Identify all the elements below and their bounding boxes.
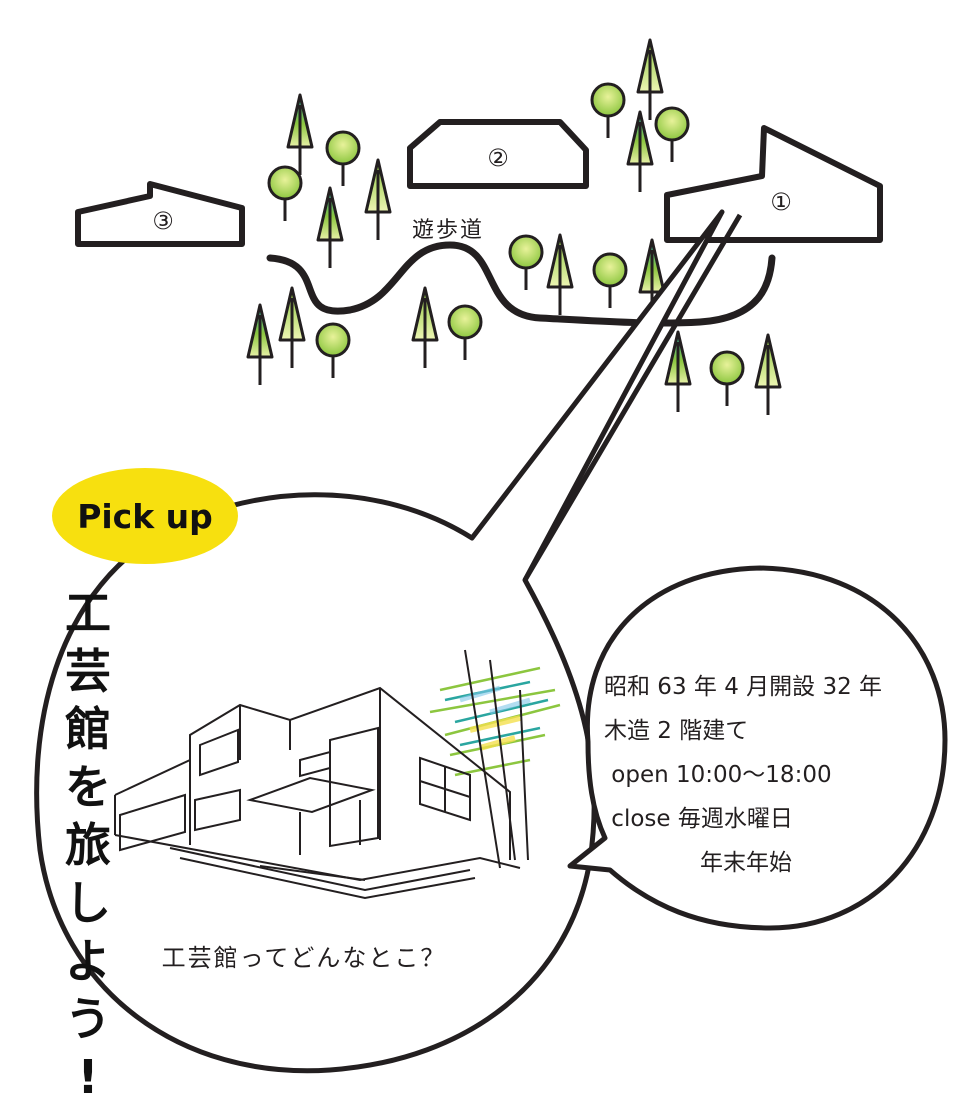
round-tree: [709, 350, 745, 406]
craft-museum-sketch: [114, 649, 561, 900]
info-line-4: close 毎週水曜日: [604, 806, 793, 832]
building-3[interactable]: ③: [75, 181, 245, 247]
pine-tree: [754, 333, 782, 415]
pine-tree: [664, 330, 692, 412]
info-line-2: 木造 2 階建て: [604, 718, 748, 744]
info-line-1: 昭和 63 年 4 月開設 32 年: [604, 674, 882, 700]
walking-path-label: 遊歩道: [412, 218, 484, 243]
round-tree: [590, 82, 626, 138]
pine-tree: [278, 286, 306, 368]
pine-tree: [626, 110, 654, 192]
info-line-3: open 10:00〜18:00: [604, 762, 832, 788]
title-char: 館: [65, 702, 111, 756]
pine-tree: [286, 93, 314, 175]
pine-tree: [316, 186, 344, 268]
info-line-5: 年末年始: [700, 850, 792, 876]
title-char: う: [65, 992, 111, 1046]
pickup-badge-label: Pick up: [77, 497, 213, 536]
title-char: 工: [65, 586, 111, 640]
title-char: 芸: [65, 644, 111, 698]
round-tree: [447, 304, 483, 360]
round-tree: [315, 322, 351, 378]
pine-tree: [636, 38, 664, 120]
building-3-label: ③: [152, 207, 174, 235]
title-char: を: [65, 760, 111, 814]
round-tree: [325, 130, 361, 186]
info-bubble: [567, 565, 948, 931]
building-2-label: ②: [487, 144, 509, 172]
vertical-title: 工 芸 館 を 旅 し よ う !: [58, 584, 118, 1106]
round-tree: [654, 106, 690, 162]
building-2[interactable]: ②: [407, 119, 589, 189]
building-1[interactable]: ①: [664, 125, 883, 243]
pine-tree: [546, 233, 574, 315]
title-char: !: [77, 1050, 99, 1104]
title-char: し: [65, 876, 111, 930]
title-char: 旅: [65, 818, 111, 872]
walking-path: [266, 241, 776, 327]
title-char: よ: [65, 934, 111, 988]
round-tree: [508, 234, 544, 290]
trees: [246, 38, 782, 415]
pickup-caption: 工芸館ってどんなとこ？: [162, 944, 447, 972]
pine-tree: [411, 286, 439, 368]
building-1-label: ①: [770, 188, 792, 216]
pine-tree: [364, 158, 392, 240]
round-tree: [267, 165, 303, 221]
pine-tree: [246, 303, 274, 385]
round-tree: [592, 252, 628, 308]
pickup-badge: [52, 468, 238, 564]
